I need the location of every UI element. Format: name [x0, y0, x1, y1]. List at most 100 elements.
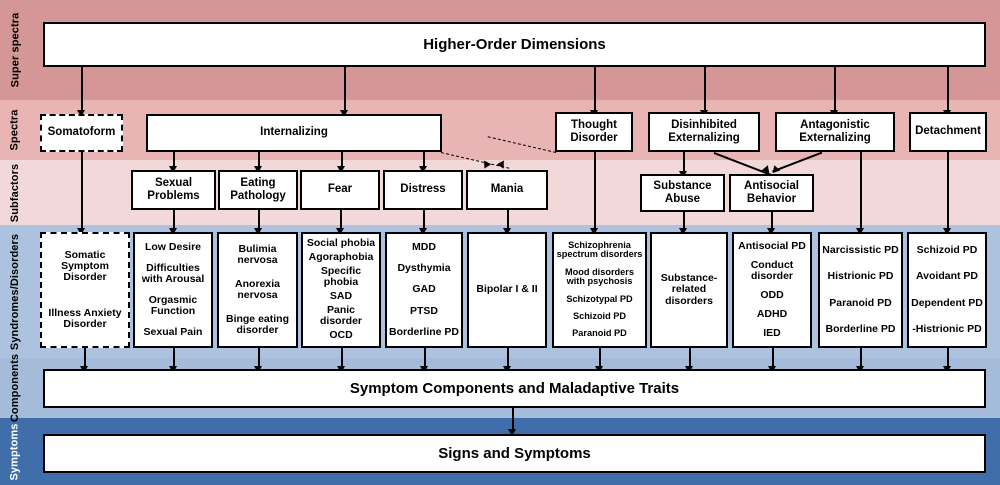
rail-label-symptoms: Symptoms — [0, 418, 30, 485]
arrowhead-thought-syndromes — [590, 228, 598, 235]
rail-text-components: Components — [9, 353, 22, 423]
list-item: Narcissistic PD — [822, 243, 899, 256]
connector-detachment-syndromes — [947, 152, 949, 230]
list-item: IED — [763, 326, 781, 339]
node-thought-disorder[interactable]: Thought Disorder — [555, 112, 633, 152]
syndrome-column-fear[interactable]: Social phobia Agoraphobia Specific phobi… — [301, 232, 381, 348]
arrowhead-sexual-syndromes — [169, 228, 177, 235]
node-label: Detachment — [915, 125, 981, 138]
arrowhead-internalizing-fear — [337, 166, 345, 173]
node-sexual-problems[interactable]: Sexual Problems — [131, 170, 216, 210]
list-item: Binge eating disorder — [225, 313, 289, 337]
list-item: Social phobia — [306, 237, 376, 250]
rail-label-spectra: Spectra — [0, 100, 30, 160]
syndrome-column-eating[interactable]: Bulimia nervosa Anorexia nervosa Binge e… — [217, 232, 298, 348]
list-item: GAD — [412, 283, 436, 296]
list-item: Paranoid PD — [572, 328, 627, 339]
node-somatoform[interactable]: Somatoform — [40, 114, 123, 152]
syndrome-column-detachment[interactable]: Schizoid PD Avoidant PD Dependent PD -Hi… — [907, 232, 987, 348]
node-label: Sexual Problems — [147, 176, 200, 202]
arrowhead-eating-syndromes — [254, 228, 262, 235]
node-substance-abuse[interactable]: Substance Abuse — [640, 174, 725, 212]
connector-eating-syndromes — [258, 210, 260, 230]
list-item: Borderline PD — [389, 325, 460, 338]
node-label: Disinhibited Externalizing — [668, 118, 740, 144]
node-antagonistic-externalizing[interactable]: Antagonistic Externalizing — [775, 112, 895, 152]
arrowhead-antisocial-syndromes — [767, 228, 775, 235]
arrowhead-hod-internalizing — [340, 110, 348, 117]
list-item: ODD — [760, 288, 784, 301]
list-item: Conduct disorder — [750, 258, 794, 282]
node-label: Substance Abuse — [653, 179, 712, 205]
rail-text-super-spectra: Super spectra — [9, 12, 22, 88]
rail-label-super-spectra: Super spectra — [0, 0, 30, 100]
node-symptom-components[interactable]: Symptom Components and Maladaptive Trait… — [43, 369, 986, 408]
syndrome-column-sexual[interactable]: Low Desire Difficulties with Arousal Org… — [133, 232, 213, 348]
syndrome-column-distress[interactable]: MDD Dysthymia GAD PTSD Borderline PD — [385, 232, 463, 348]
connector-hod-disinhibited — [704, 67, 706, 112]
node-disinhibited-externalizing[interactable]: Disinhibited Externalizing — [648, 112, 760, 152]
node-distress[interactable]: Distress — [383, 170, 463, 210]
list-item: Anorexia nervosa — [235, 277, 280, 301]
syndrome-column-substance[interactable]: Substance-related disorders — [650, 232, 728, 348]
connector-eating-components — [258, 348, 260, 368]
connector-hod-antagonistic — [834, 67, 836, 112]
list-item: Orgasmic Function — [148, 293, 198, 317]
connector-distress-syndromes — [423, 210, 425, 230]
node-fear[interactable]: Fear — [300, 170, 380, 210]
node-label: Somatoform — [47, 126, 116, 139]
list-item: Illness Anxiety Disorder — [48, 307, 122, 331]
list-item: Paranoid PD — [829, 296, 892, 309]
node-label: Symptom Components and Maladaptive Trait… — [349, 379, 680, 397]
node-signs-and-symptoms[interactable]: Signs and Symptoms — [43, 434, 986, 473]
node-label: Higher-Order Dimensions — [423, 35, 606, 53]
node-internalizing[interactable]: Internalizing — [146, 114, 442, 152]
connector-sexual-components — [173, 348, 175, 368]
arrowhead-internalizing-distress — [419, 166, 427, 173]
node-label: Fear — [327, 183, 353, 196]
list-item: ADHD — [756, 307, 788, 320]
arrowhead-hod-somatoform — [77, 110, 85, 117]
syndrome-column-antagonistic[interactable]: Narcissistic PD Histrionic PD Paranoid P… — [818, 232, 903, 348]
arrowhead-fear-syndromes — [336, 228, 344, 235]
list-item: Low Desire — [144, 240, 202, 253]
connector-hod-detachment — [947, 67, 949, 112]
syndrome-column-somatoform[interactable]: Somatic Symptom Disorder Illness Anxiety… — [40, 232, 130, 348]
connector-sexual-syndromes — [173, 210, 175, 230]
list-item: SAD — [329, 290, 353, 303]
connector-thought-components — [599, 348, 601, 368]
arrowhead-antagonistic-syndromes — [856, 228, 864, 235]
connector-hod-thought — [594, 67, 596, 112]
list-item: Bipolar I & II — [476, 283, 538, 296]
list-item: Somatic Symptom Disorder — [61, 248, 109, 283]
connector-hod-internalizing — [344, 67, 346, 112]
list-item: Avoidant PD — [915, 270, 979, 283]
node-label: Antagonistic Externalizing — [799, 118, 871, 144]
syndrome-column-thought[interactable]: Schizophrenia spectrum disorders Mood di… — [552, 232, 647, 348]
connector-internalizing-fear — [341, 152, 343, 168]
connector-internalizing-sexual — [173, 152, 175, 168]
list-item: Sexual Pain — [143, 325, 203, 338]
node-detachment[interactable]: Detachment — [909, 112, 987, 152]
syndrome-column-mania[interactable]: Bipolar I & II — [467, 232, 547, 348]
list-item: PTSD — [409, 304, 438, 317]
connector-antisocial-components — [772, 348, 774, 368]
list-item: Bulimia nervosa — [237, 242, 278, 266]
node-label: Thought Disorder — [570, 118, 618, 144]
syndrome-column-antisocial[interactable]: Antisocial PD Conduct disorder ODD ADHD … — [732, 232, 812, 348]
node-higher-order-dimensions[interactable]: Higher-Order Dimensions — [43, 22, 986, 67]
node-label: Antisocial Behavior — [744, 179, 799, 205]
list-item: Dependent PD — [911, 296, 983, 309]
connector-antisocial-syndromes — [771, 212, 773, 230]
node-label: Eating Pathology — [230, 176, 286, 202]
node-label: Mania — [490, 183, 524, 196]
node-eating-pathology[interactable]: Eating Pathology — [218, 170, 298, 210]
node-mania[interactable]: Mania — [466, 170, 548, 210]
node-antisocial-behavior[interactable]: Antisocial Behavior — [729, 174, 814, 212]
rail-label-syndromes: Syndromes/Disorders — [0, 225, 30, 358]
connector-mania-syndromes — [507, 210, 509, 230]
connector-internalizing-eating — [258, 152, 260, 168]
arrowhead-mania-syndromes — [503, 228, 511, 235]
arrowhead-internalizing-eating — [254, 166, 262, 173]
rail-text-subfactors: Subfactors — [9, 163, 21, 222]
